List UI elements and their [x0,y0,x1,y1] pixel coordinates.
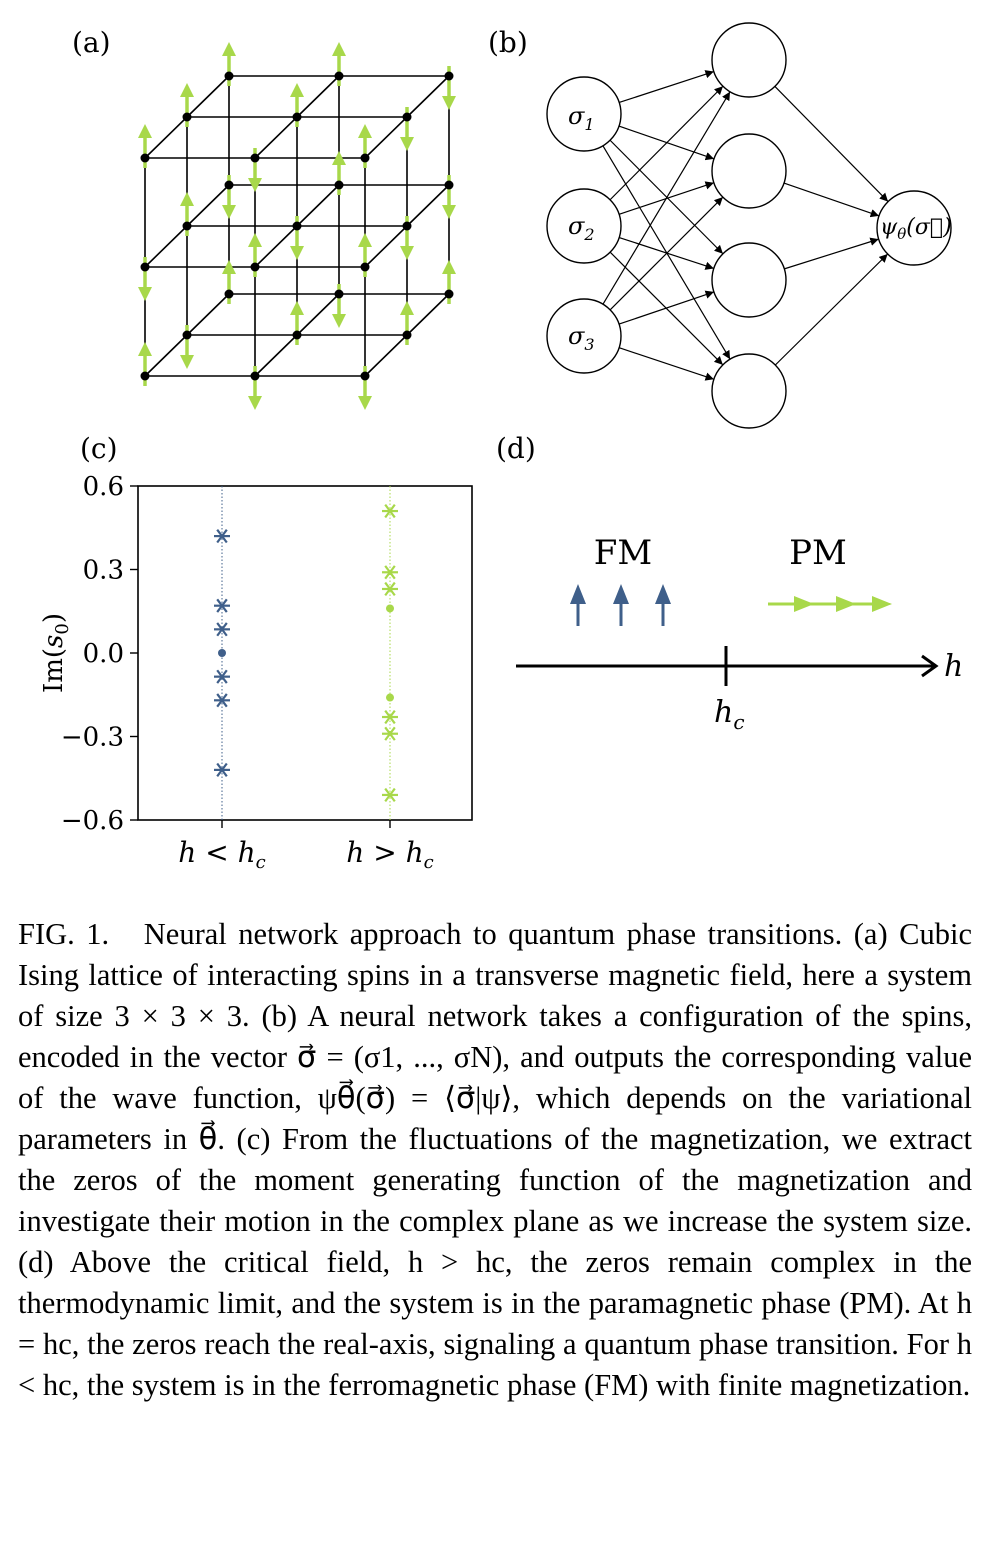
lattice-site [444,71,454,81]
lattice-site [250,371,260,381]
y-tick-label: 0.0 [83,639,124,669]
nn-input-node [546,76,622,152]
lattice-site [140,153,150,163]
y-tick-label: −0.6 [61,806,124,836]
nn-hidden-node [711,242,787,318]
cubic-lattice [138,42,456,410]
nn-input-node [546,298,622,374]
zero-star-marker [214,669,230,684]
nn-output-label: ψθ(σ⃗) [880,215,952,243]
zero-star-marker [382,709,398,725]
lattice-site [182,221,192,231]
lattice-site [140,371,150,381]
chart-xtick-2: h > hc [346,836,433,873]
lattice-site [182,112,192,122]
nn-edge [784,237,879,270]
chart-xtick-1: h < hc [178,836,265,873]
figure-caption: FIG. 1. Neural network approach to quant… [18,914,972,1406]
fm-arrows [570,584,671,626]
zero-star-marker [214,598,230,613]
y-tick-label: 0.3 [83,556,124,586]
lattice-site [402,221,412,231]
lattice-site [182,330,192,340]
zero-star-marker [382,503,398,519]
zero-dot-marker [218,649,226,657]
phase-diagram: FM PM h hc [516,533,963,734]
nn-edge [609,85,724,201]
zero-star-marker [382,787,398,803]
lattice-site [334,289,344,299]
nn-edge [618,347,715,381]
caption-text: Neural network approach to quantum phase… [18,917,973,1402]
h-axis-label: h [944,649,963,684]
nn-input-node [546,188,622,264]
nn-input-2: σ2 [568,212,595,244]
hc-label: hc [714,695,745,734]
lattice-site [360,153,370,163]
pm-label: PM [789,533,847,573]
zero-star-marker [382,565,398,580]
zero-dot-marker [386,604,394,613]
lattice-site [360,371,370,381]
lattice-site [402,112,412,122]
nn-hidden-node [711,133,787,209]
panel-b-label: (b) [488,26,528,59]
lattice-site [140,262,150,272]
lattice-site [444,289,454,299]
zero-dot-marker [386,693,394,702]
nn-edge [618,290,715,325]
zero-star-marker [382,581,398,597]
lattice-site [334,71,344,81]
panel-d-label: (d) [496,432,536,465]
panel-a-label: (a) [72,26,111,59]
chart-ylabel: Im(s0) [39,613,73,693]
nn-hidden-node [711,353,787,429]
zero-star-marker [214,693,230,708]
neural-network: σ1 σ2 σ3 ψθ(σ⃗) [546,22,952,429]
y-tick-label: −0.3 [61,723,124,753]
lattice-site [292,221,302,231]
nn-edge [774,253,889,366]
zero-star-marker [214,529,230,544]
lattice-site [334,180,344,190]
panel-c-label: (c) [80,432,118,465]
lattice-site [292,330,302,340]
lattice-site [292,112,302,122]
lattice-site [250,262,260,272]
lattice-site [224,71,234,81]
nn-edge [602,91,731,305]
pm-arrows [768,596,892,612]
zero-star-marker [214,622,230,637]
nn-output-node [876,190,952,266]
lattice-site [224,289,234,299]
lattice-site [250,153,260,163]
zero-star-marker [382,726,398,741]
lattice-site [360,262,370,272]
nn-edge [609,196,724,311]
caption-label: FIG. 1. [18,917,110,951]
nn-edge [618,70,715,104]
nn-hidden-node [711,22,787,98]
nn-edge [774,85,889,203]
nn-edge [783,182,880,218]
lattice-site [402,330,412,340]
y-tick-label: 0.6 [83,472,124,502]
zero-star-marker [214,762,230,777]
zeros-chart: 0.6 0.3 0.0 −0.3 −0.6 Im(s0) h < hc h > hc [39,472,473,873]
lattice-site [444,180,454,190]
lattice-site [224,180,234,190]
fm-label: FM [594,533,652,573]
